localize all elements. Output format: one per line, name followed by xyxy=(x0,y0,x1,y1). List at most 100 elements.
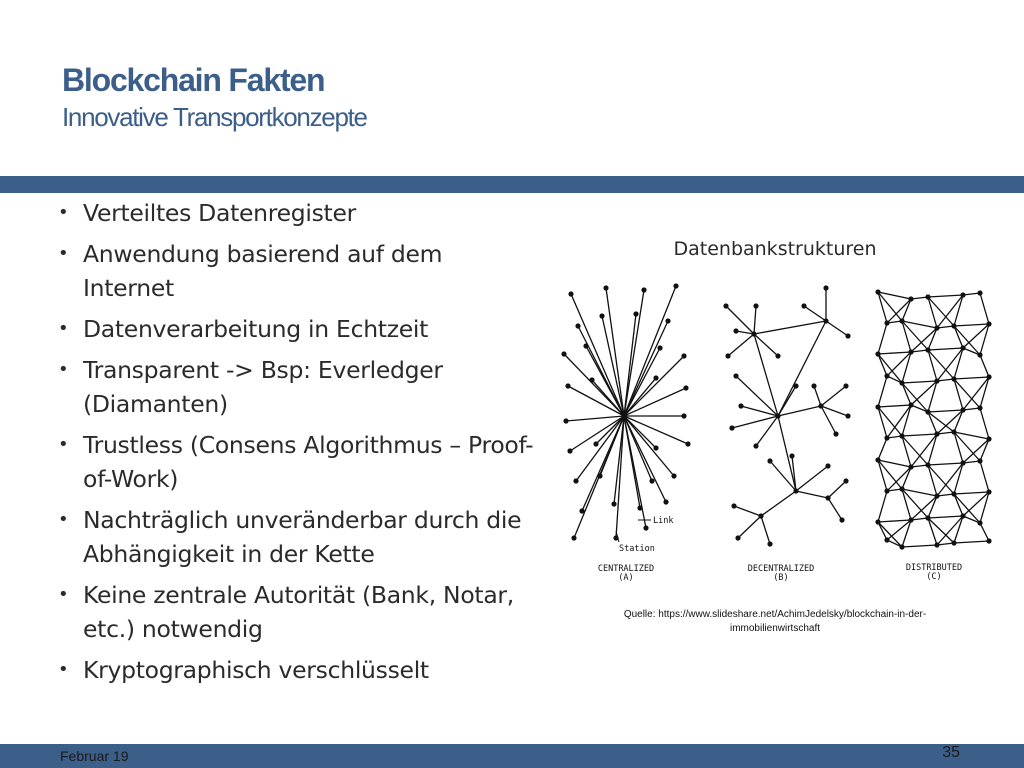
network-node xyxy=(767,541,773,547)
network-link xyxy=(755,415,779,447)
bullet-item: •Anwendung basierend auf dem Internet xyxy=(58,237,538,305)
network-node xyxy=(875,289,881,295)
network-node xyxy=(649,478,655,484)
network-node xyxy=(567,448,573,454)
network-node xyxy=(603,285,609,291)
network-node xyxy=(738,403,744,409)
network-node xyxy=(875,351,881,357)
network-link xyxy=(753,333,779,357)
network-node xyxy=(735,535,741,541)
network-link xyxy=(979,323,990,356)
network-link xyxy=(953,491,990,495)
network-node xyxy=(571,535,577,541)
network-link xyxy=(769,460,797,492)
network-node xyxy=(753,443,759,449)
network-link xyxy=(569,415,625,452)
network-link xyxy=(901,544,938,548)
network-node xyxy=(561,351,567,357)
network-link xyxy=(623,285,677,417)
network-node xyxy=(925,462,931,468)
network-node xyxy=(977,352,983,358)
network-link xyxy=(901,298,912,322)
network-link xyxy=(877,291,903,322)
network-link xyxy=(901,488,929,519)
network-link xyxy=(570,293,625,417)
network-link xyxy=(623,377,657,417)
network-node xyxy=(657,345,663,351)
network-node xyxy=(775,353,781,359)
network-link xyxy=(962,491,990,517)
bullet-item: •Nachträglich unveränderbar durch die Ab… xyxy=(58,503,538,571)
network-link xyxy=(927,296,938,329)
network-link xyxy=(910,349,929,353)
network-link xyxy=(979,376,990,409)
network-link xyxy=(910,296,929,300)
network-link xyxy=(927,294,964,298)
network-link xyxy=(877,291,888,324)
network-node xyxy=(723,303,729,309)
network-link xyxy=(910,380,938,406)
network-node xyxy=(653,375,659,381)
network-link xyxy=(753,320,827,335)
network-node xyxy=(843,478,849,484)
network-link xyxy=(979,407,990,440)
network-node xyxy=(575,323,581,329)
distributed-network xyxy=(875,289,992,550)
network-node xyxy=(960,407,966,413)
network-link xyxy=(735,375,779,417)
network-link xyxy=(953,376,990,380)
network-node xyxy=(751,331,757,337)
bullet-dot: • xyxy=(58,584,69,605)
network-link xyxy=(927,296,955,327)
decentralized-network xyxy=(723,285,851,547)
network-link xyxy=(953,493,981,524)
network-node xyxy=(731,503,737,509)
network-node xyxy=(951,491,957,497)
network-node xyxy=(839,517,845,523)
network-node xyxy=(951,376,957,382)
network-node xyxy=(589,377,595,383)
network-link xyxy=(953,462,964,495)
network-link xyxy=(877,490,888,523)
network-link xyxy=(962,376,990,411)
network-link xyxy=(927,347,964,351)
network-node xyxy=(789,453,795,459)
network-node xyxy=(793,488,799,494)
bullet-dot: • xyxy=(58,202,69,223)
network-node xyxy=(908,349,914,355)
network-link xyxy=(979,460,990,493)
network-link xyxy=(927,411,955,433)
network-node xyxy=(875,457,881,463)
network-node xyxy=(845,413,851,419)
network-link xyxy=(936,378,955,382)
network-node xyxy=(986,321,992,327)
network-node xyxy=(681,413,687,419)
network-node xyxy=(960,513,966,519)
network-link xyxy=(910,327,938,353)
network-node xyxy=(825,463,831,469)
network-node xyxy=(908,296,914,302)
network-link xyxy=(953,409,964,433)
bullet-text: Keine zentrale Autorität (Bank, Notar, e… xyxy=(83,581,514,643)
network-link xyxy=(877,459,888,492)
network-node xyxy=(908,464,914,470)
network-link xyxy=(777,385,797,417)
network-node xyxy=(663,499,669,505)
source-line-2: immobilienwirtschaft xyxy=(729,623,821,634)
network-link xyxy=(936,409,964,435)
network-node xyxy=(583,343,589,349)
network-link xyxy=(953,378,981,409)
network-link xyxy=(777,415,797,492)
network-link xyxy=(877,406,888,439)
network-link xyxy=(877,353,903,384)
network-node xyxy=(960,292,966,298)
network-link xyxy=(901,466,912,490)
network-link xyxy=(901,435,912,468)
network-node xyxy=(725,353,731,359)
network-link xyxy=(927,517,938,546)
network-link xyxy=(877,521,888,541)
network-link xyxy=(595,415,625,445)
network-link xyxy=(803,305,827,322)
network-link xyxy=(820,385,847,407)
network-link xyxy=(927,464,938,497)
